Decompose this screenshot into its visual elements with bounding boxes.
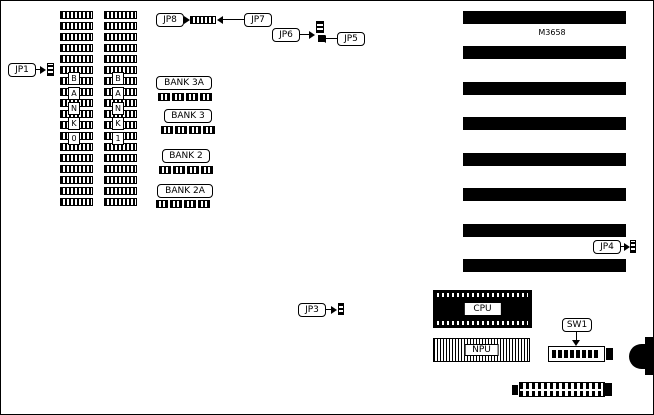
jp4-label: JP4 [593,240,621,254]
bank0-letter: N [68,102,80,115]
jp6-label: JP6 [272,28,300,42]
sw1-end-block [606,348,613,360]
bank3a-label: BANK 3A [156,76,212,90]
bank1-letter: N [112,102,124,115]
jp3-pointer-line [326,309,332,310]
expansion-slot [463,259,626,272]
jp3-label: JP3 [298,303,326,317]
jp1-jumper-block [47,63,54,76]
jp5-label: JP5 [337,32,365,46]
jp4-pointer-line [621,246,625,247]
jp8-pointer-arrow [184,16,190,24]
bank0-letter: K [68,117,80,130]
bank2a-label: BANK 2A [157,184,213,198]
bank3-chip-row [161,126,215,134]
bank3a-chip-row [158,93,212,101]
jp6-jumper-block [316,21,324,33]
jp4-pointer-arrow [624,243,630,251]
pin-header-left-cap [512,385,518,395]
bank3-label: BANK 3 [164,109,212,123]
cpu-pin-row-top [437,293,528,297]
bank2a-chip-row [156,200,210,208]
bank0-letter: 0 [68,132,80,145]
expansion-slot [463,11,626,24]
jp3-pointer-arrow [331,306,337,314]
bank1-letter: K [112,117,124,130]
jp7-pointer-line [223,19,244,20]
expansion-slot [463,224,626,237]
bank1-letter: A [112,87,124,100]
sw1-dip-switch [548,346,605,362]
bank2-chip-row [159,166,213,174]
bank1-letter: 1 [112,132,124,145]
jp7-pointer-arrow [217,16,223,24]
bank1-letter: B [112,72,124,85]
expansion-slot [463,46,626,59]
npu-label: NPU [464,344,499,356]
keyboard-connector-edge [645,337,653,375]
expansion-slot [463,188,626,201]
pin-header-connector [519,382,605,397]
bank0-letter: B [68,72,80,85]
bank0-letter: A [68,87,80,100]
jp8-label: JP8 [156,13,184,27]
npu-socket: NPU [433,338,530,362]
jp3-jumper-block [338,303,344,315]
jp1-pointer-arrow [40,66,46,74]
sw1-pointer-arrow [572,340,580,346]
sw1-pointer-line [576,332,577,341]
jp4-jumper-block [630,240,636,253]
bank2-label: BANK 2 [162,149,210,163]
expansion-slot [463,82,626,95]
jp8-jp7-jumper-block [190,16,216,24]
jp1-pointer-line [36,69,41,70]
jp6-pointer-line [300,34,310,35]
cpu-chip: CPU [433,290,532,328]
model-label: M3658 [538,28,566,37]
cpu-label: CPU [464,303,501,315]
jp5-pointer-line [326,38,337,39]
cpu-pin-row-bottom [437,321,528,325]
jp7-label: JP7 [244,13,272,27]
sw1-label: SW1 [562,318,592,332]
pin-header-right-cap [603,383,612,396]
expansion-slot [463,153,626,166]
expansion-slot [463,117,626,130]
jp6-pointer-arrow [309,31,315,39]
jp1-label: JP1 [8,63,36,77]
keyboard-connector-icon [629,344,647,369]
jp5-pointer-arrow [320,35,326,43]
